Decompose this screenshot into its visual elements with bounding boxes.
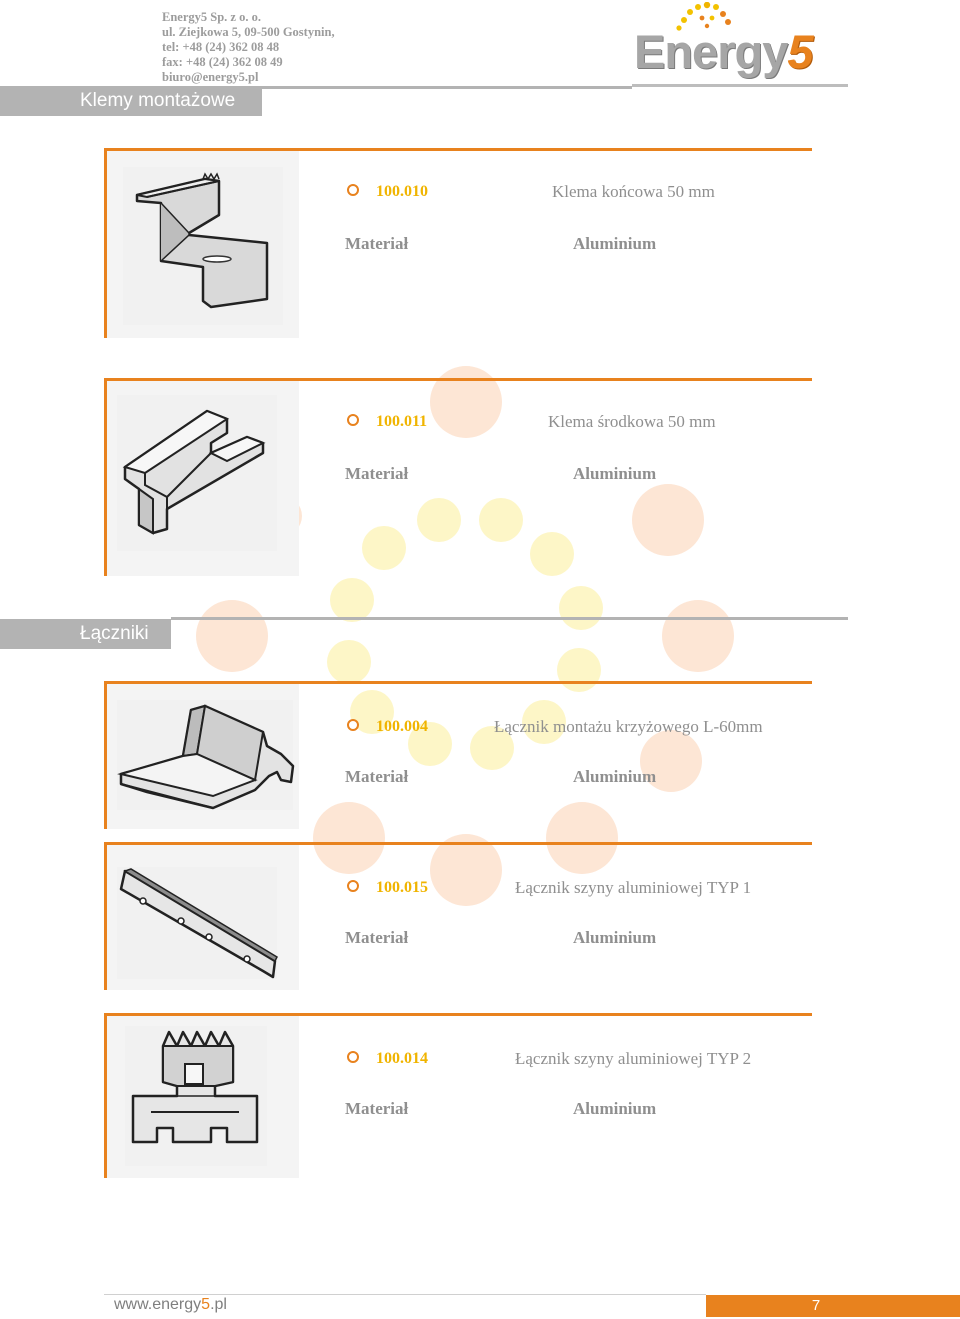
product-card: 100.014 Łącznik szyny aluminiowej TYP 2 … [104, 1013, 812, 1178]
end-clamp-icon [123, 167, 283, 325]
product-name: Łącznik montażu krzyżowego L-60mm [494, 717, 763, 736]
product-card: 100.011 Klema środkowa 50 mm Materiał Al… [104, 378, 812, 576]
material-value: Aluminium [573, 1099, 657, 1118]
bullet-icon [347, 184, 359, 196]
product-code: 100.010 [376, 183, 428, 200]
section-rule [171, 617, 848, 620]
material-label: Materiał [345, 234, 409, 253]
material-value: Aluminium [573, 464, 657, 483]
company-email: biuro@energy5.pl [162, 70, 259, 84]
sun-dots-icon [676, 2, 731, 31]
section-title-laczniki: Łączniki [0, 619, 171, 649]
material-value: Aluminium [573, 767, 657, 786]
material-label: Materiał [345, 1099, 409, 1118]
header-rule [632, 84, 848, 87]
footer-rule [104, 1294, 706, 1295]
product-card: 100.015 Łącznik szyny aluminiowej TYP 1 … [104, 842, 812, 990]
energy5-logo: Energy5 [632, 2, 852, 80]
product-code: 100.004 [376, 718, 428, 735]
rail-connector-type2-icon [125, 1026, 267, 1166]
bullet-icon [347, 1051, 359, 1063]
product-card: 100.004 Łącznik montażu krzyżowego L-60m… [104, 681, 812, 829]
company-address: ul. Ziejkowa 5, 09-500 Gostynin, [162, 25, 335, 39]
rail-connector-type1-icon [117, 867, 278, 979]
company-tel: tel: +48 (24) 362 08 48 [162, 40, 280, 54]
company-fax: fax: +48 (24) 362 08 49 [162, 55, 283, 69]
product-image [107, 845, 299, 990]
section-title-klemy: Klemy montażowe [0, 86, 262, 116]
footer-page-bar: 7 [706, 1295, 960, 1317]
company-name: Energy5 Sp. z o. o. [162, 10, 261, 24]
product-image [107, 381, 299, 576]
product-image [107, 151, 299, 338]
company-info: Energy5 Sp. z o. o. ul. Ziejkowa 5, 09-5… [162, 10, 335, 85]
product-image [107, 1016, 299, 1178]
cross-connector-icon [117, 700, 295, 810]
logo-wordmark: Energy5 [634, 25, 813, 78]
material-value: Aluminium [573, 234, 657, 253]
page-number: 7 [811, 1297, 821, 1314]
product-name: Klema środkowa 50 mm [548, 412, 716, 431]
bullet-icon [347, 414, 359, 426]
bullet-icon [347, 719, 359, 731]
footer-website-link[interactable]: www.energy5.pl [114, 1296, 227, 1313]
product-name: Łącznik szyny aluminiowej TYP 2 [515, 1049, 752, 1068]
bullet-icon [347, 880, 359, 892]
product-card: 100.010 Klema końcowa 50 mm Materiał Alu… [104, 148, 812, 338]
product-code: 100.014 [376, 1050, 428, 1067]
material-label: Materiał [345, 928, 409, 947]
product-image [107, 684, 299, 829]
product-code: 100.011 [376, 413, 428, 430]
material-label: Materiał [345, 464, 409, 483]
material-value: Aluminium [573, 928, 657, 947]
product-code: 100.015 [376, 879, 428, 896]
product-name: Łącznik szyny aluminiowej TYP 1 [515, 878, 752, 897]
material-label: Materiał [345, 767, 409, 786]
product-name: Klema końcowa 50 mm [552, 182, 715, 201]
section-rule [262, 86, 632, 89]
mid-clamp-icon [117, 395, 277, 551]
